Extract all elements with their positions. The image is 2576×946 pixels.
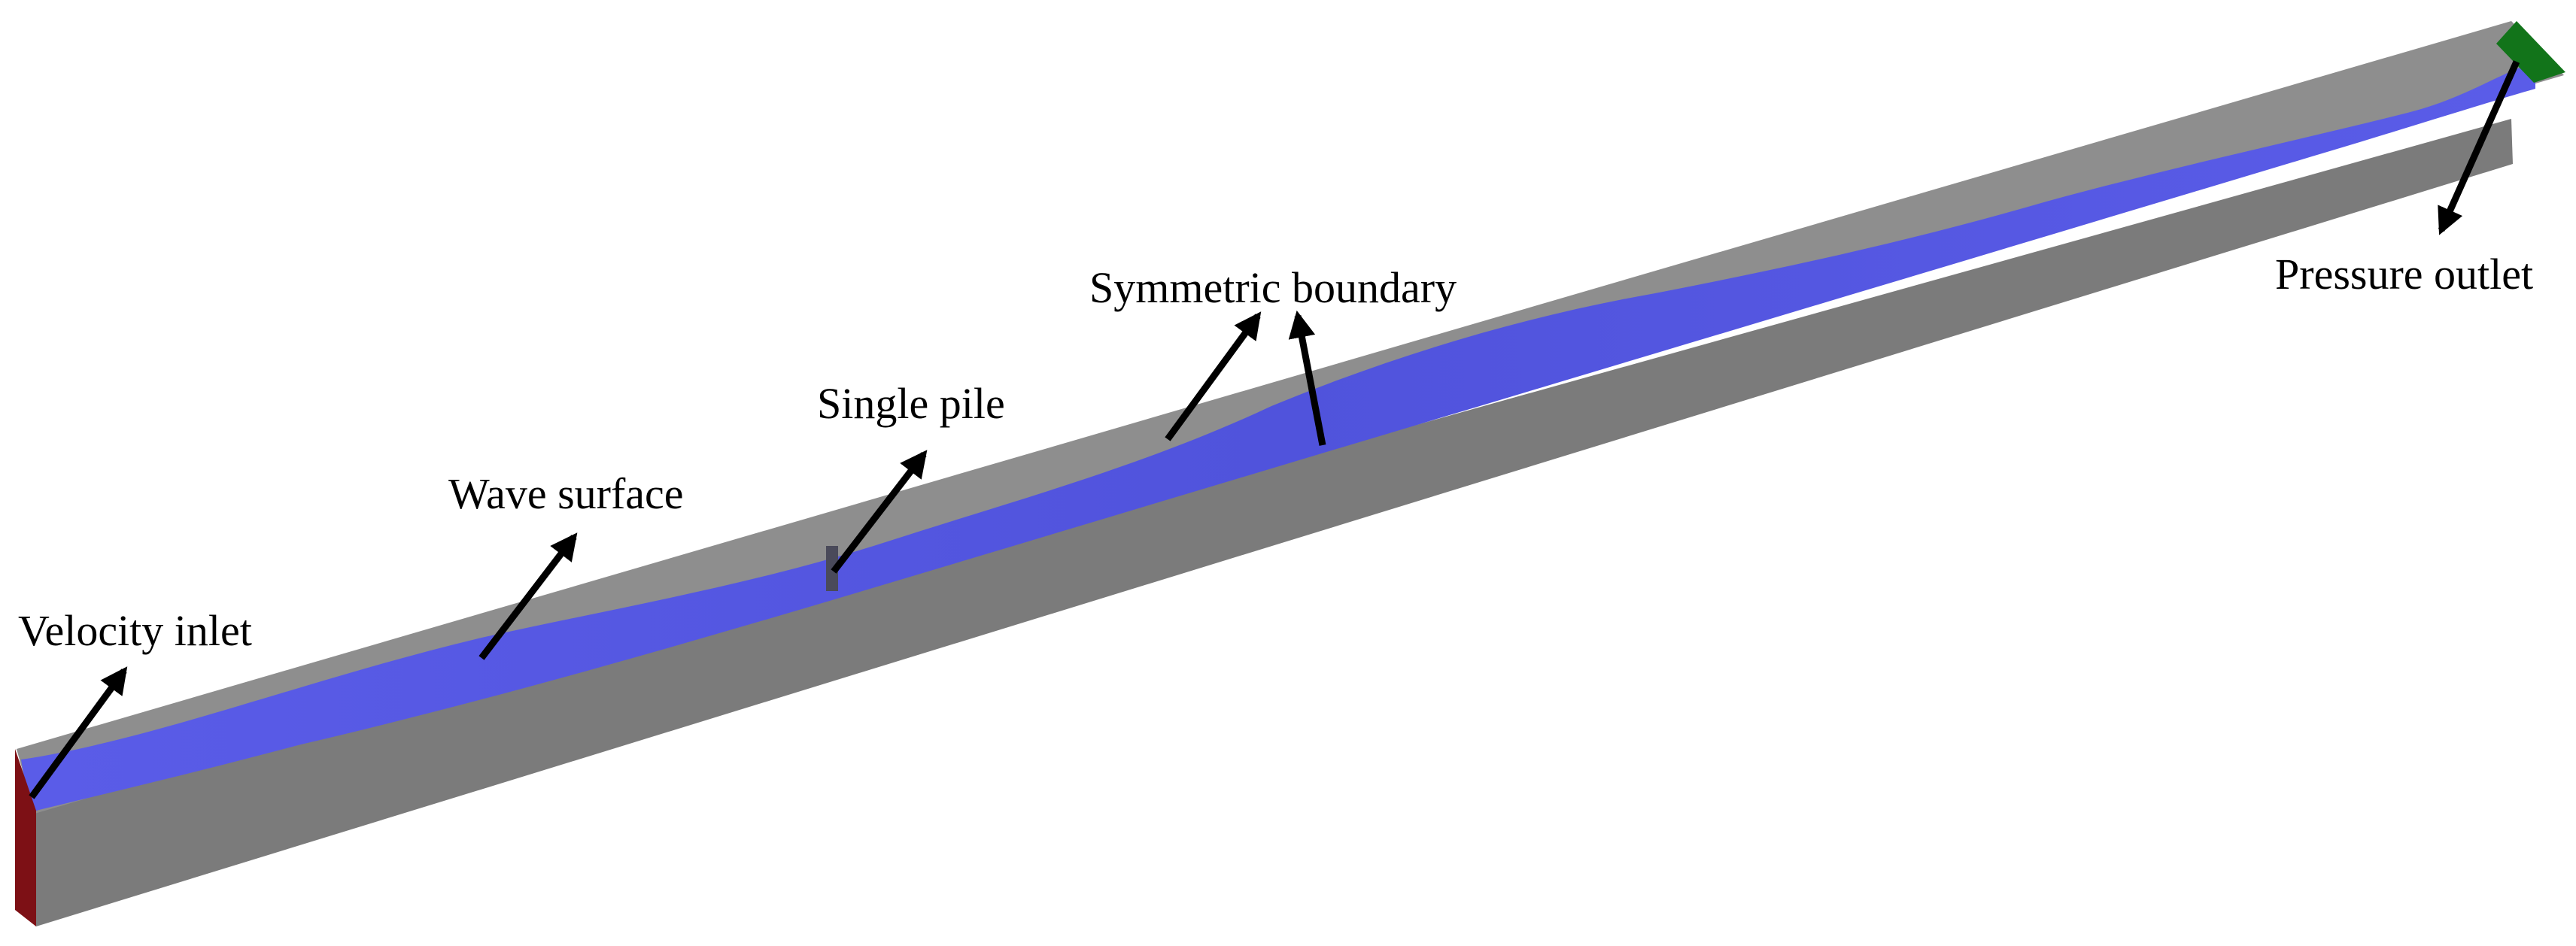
label-velocity-inlet: Velocity inlet (18, 606, 252, 655)
wave-surface (21, 63, 2535, 812)
label-symmetric-boundary: Symmetric boundary (1089, 263, 1457, 312)
arrow-pressure-outlet (2438, 60, 2520, 235)
arrow-single-pile (831, 450, 928, 574)
arrow-symmetric-boundary-2 (1288, 310, 1326, 446)
arrow-wave-surface (478, 532, 578, 660)
arrow-symmetric-boundary-1 (1165, 311, 1262, 441)
label-pressure-outlet: Pressure outlet (2275, 250, 2533, 299)
arrow-velocity-inlet (29, 666, 128, 799)
label-single-pile: Single pile (817, 379, 1005, 428)
pressure-outlet-face (2496, 21, 2565, 83)
velocity-inlet-face (15, 749, 36, 926)
tank-side-face (36, 119, 2513, 926)
label-wave-surface: Wave surface (448, 469, 684, 518)
